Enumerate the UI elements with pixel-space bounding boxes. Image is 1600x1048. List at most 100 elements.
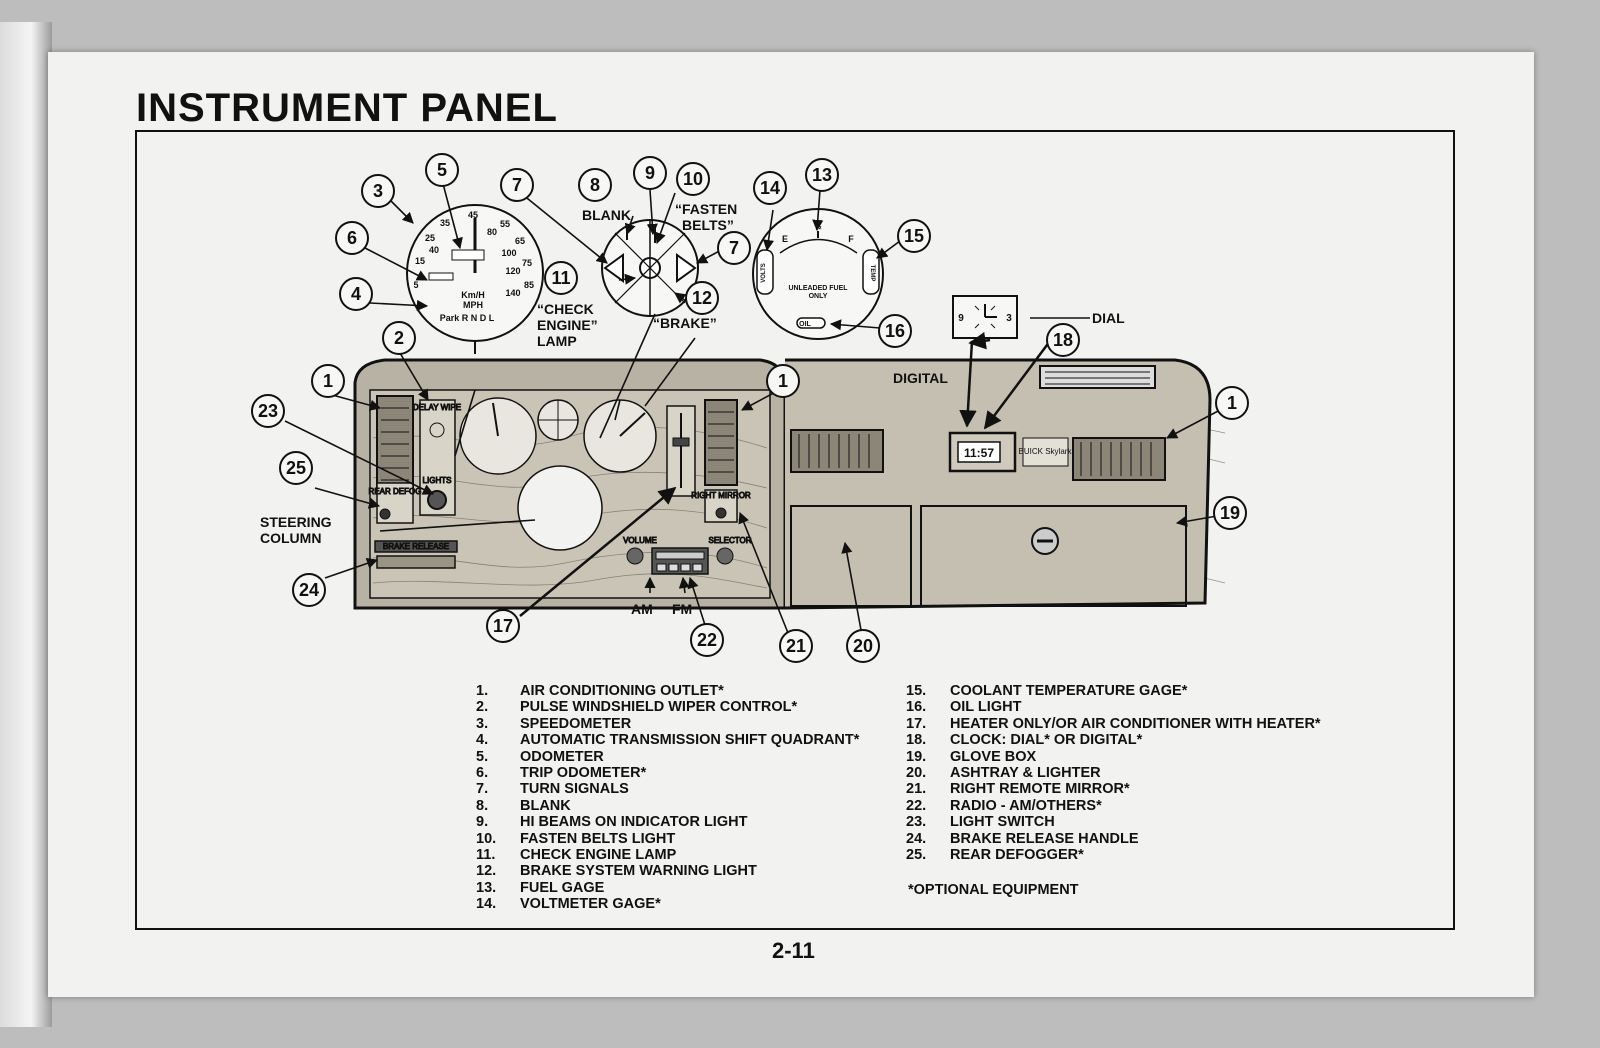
legend-list-right: 15.COOLANT TEMPERATURE GAGE*16.OIL LIGHT… [906,683,1321,863]
legend-item-number: 20. [906,764,927,781]
ac-outlet-passenger-left [790,429,884,473]
speed-unit-mph: MPH [463,300,483,310]
instrument-panel-diagram: DELAY WIPE LIGHTS REAR DEFOG BRAKE RELEA… [251,153,1249,663]
legend-item: 2.PULSE WINDSHIELD WIPER CONTROL* [476,699,859,715]
callout-number: 15 [904,226,924,246]
callout-number: 1 [1227,393,1237,413]
speed-tick: 5 [413,280,418,290]
selector-label: SELECTOR [709,536,752,545]
legend-item: 18.CLOCK: DIAL* OR DIGITAL* [906,732,1321,748]
callout-number: 25 [286,458,306,478]
legend-item-number: 6. [476,764,489,781]
legend-item: 21. RIGHT REMOTE MIRROR* [906,781,1321,797]
book-spine [0,22,52,1027]
legend-item: 17.HEATER ONLY/OR AIR CONDITIONER WITH H… [906,716,1321,732]
legend-item-text: OIL LIGHT [950,699,1022,716]
callout-number: 12 [692,288,712,308]
legend-item: 1.AIR CONDITIONING OUTLET* [476,683,859,699]
legend-list-left: 1.AIR CONDITIONING OUTLET*2.PULSE WINDSH… [476,683,859,912]
callout-number: 7 [512,175,522,195]
right-mirror-control: RIGHT MIRROR [691,489,751,523]
legend-item-text: BRAKE RELEASE HANDLE [950,830,1139,847]
legend-item: 8. BLANK [476,798,859,814]
blank-label: BLANK [582,207,631,223]
fuel-full-mark: F [848,234,854,244]
leader-lines [284,179,1221,634]
callout-number: 8 [590,175,600,195]
legend-item: 4.AUTOMATIC TRANSMISSION SHIFT QUADRANT* [476,732,859,748]
volume-label: VOLUME [623,536,657,545]
speed-tick: 140 [505,288,520,298]
legend-item: 22.RADIO - AM/OTHERS* [906,798,1321,814]
legend-item: 20. ASHTRAY & LIGHTER [906,765,1321,781]
legend-item-number: 2. [476,699,489,716]
legend-item-number: 8. [476,797,489,814]
legend-item-text: TURN SIGNALS [520,781,629,798]
legend-item-text: HEATER ONLY/OR AIR CONDITIONER WITH HEAT… [950,715,1321,732]
ashtray [790,505,912,607]
speedometer-inset-text: 5 15 25 35 45 55 65 75 85 40 80 100 120 … [413,210,534,323]
speed-unit-kmh: Km/H [461,290,485,300]
legend-item-text: SPEEDOMETER [520,715,632,732]
legend-item: 12.BRAKE SYSTEM WARNING LIGHT [476,863,859,879]
speed-tick: 40 [429,245,439,255]
legend-item-text: LIGHT SWITCH [950,814,1055,831]
check-engine-label: “CHECK [537,301,594,317]
ac-outlet-left [376,395,414,492]
legend-item-number: 21. [906,781,927,798]
legend-item: 24.BRAKE RELEASE HANDLE [906,831,1321,847]
legend-item: 7. TURN SIGNALS [476,781,859,797]
glove-box [920,505,1187,607]
legend-item: 3.SPEEDOMETER [476,716,859,732]
legend-item-text: AUTOMATIC TRANSMISSION SHIFT QUADRANT* [520,732,860,749]
legend-item: 10.FASTEN BELTS LIGHT [476,831,859,847]
digital-label: DIGITAL [893,370,948,386]
fasten-belts-label: “FASTEN [675,201,737,217]
legend-item-number: 9. [476,814,489,831]
legend-item-text: BLANK [520,797,571,814]
legend-item-text: RIGHT REMOTE MIRROR* [950,781,1130,798]
callout-number: 21 [786,636,806,656]
fuel-empty-mark: E [782,234,788,244]
volts-label: VOLTS [761,263,767,283]
legend-item-number: 15. [906,683,927,699]
delay-wipe-label: DELAY WIPE [413,403,461,412]
speed-tick: 15 [415,256,425,266]
legend-item-number: 7. [476,781,489,798]
legend-item-text: TRIP ODOMETER* [520,764,647,781]
legend-item-number: 12. [476,863,497,880]
speed-tick: 45 [468,210,478,220]
callout-number: 11 [551,268,570,288]
legend-item-number: 5. [476,748,489,765]
speed-tick: 55 [500,219,510,229]
diagram-labels: BLANK “FASTEN BELTS” “CHECK ENGINE” LAMP… [260,201,1125,617]
ac-outlet-center-right [704,399,738,486]
legend-item-number: 25. [906,846,927,863]
cluster-speedometer-small [459,397,537,475]
callout-number: 13 [812,165,832,185]
legend-item-number: 18. [906,732,927,749]
clock-nine: 9 [958,313,964,324]
unleaded-fuel-note: UNLEADED FUEL [788,285,848,292]
shift-quadrant-text: Park R N D L [440,313,495,323]
rear-defogger-switch [379,508,391,520]
ac-outlet-passenger-right [1072,437,1166,481]
brake-release-handle: BRAKE RELEASE [374,540,458,569]
legend-item-text: ASHTRAY & LIGHTER [950,764,1101,781]
legend-item-text: RADIO - AM/OTHERS* [950,797,1102,814]
check-engine-label-2: ENGINE” [537,317,598,333]
callout-markers [251,153,1249,663]
brake-release-label: BRAKE RELEASE [383,542,449,551]
speed-tick: 85 [524,280,534,290]
legend-item: 9.HI BEAMS ON INDICATOR LIGHT [476,814,859,830]
legend-item: 16.OIL LIGHT [906,699,1321,715]
legend-item: 15.COOLANT TEMPERATURE GAGE* [906,683,1321,699]
steering-column-label: STEERING [260,514,332,530]
legend-item-text: CHECK ENGINE LAMP [520,846,677,863]
legend-item-number: 14. [476,896,497,913]
dial-clock-text: 9 3 [958,313,1012,324]
callout-numbers: 1 1 1 2 3 4 5 6 7 7 8 9 10 11 12 13 14 1… [258,160,1240,656]
callout-number: 24 [299,580,319,600]
steering-column [517,465,603,551]
callout-number: 10 [683,169,703,189]
